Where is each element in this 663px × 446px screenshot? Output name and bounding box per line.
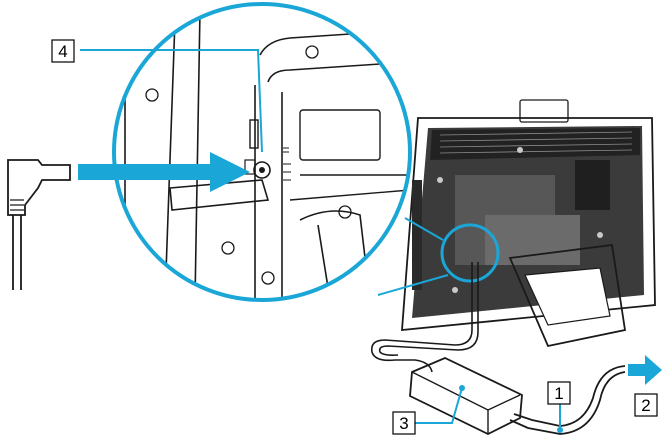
- outlet-arrow-icon: [628, 355, 662, 385]
- callout-4-leader: [80, 49, 263, 153]
- callout-4-label: 4: [58, 42, 67, 61]
- callout-3-leader: [415, 387, 463, 424]
- callout-2-label: 2: [641, 396, 650, 415]
- dc-plug-icon: [7, 159, 71, 290]
- callout-4: 4: [51, 39, 75, 63]
- callout-1-label: 1: [554, 384, 563, 403]
- callout-2: 2: [634, 393, 658, 417]
- ac-adapter-icon: [409, 357, 626, 436]
- insert-arrow-icon: [78, 152, 250, 192]
- callout-3: 3: [392, 411, 416, 435]
- callout-1: 1: [547, 381, 571, 405]
- computer-rear-icon: [377, 99, 656, 348]
- callout-3-label: 3: [399, 414, 408, 433]
